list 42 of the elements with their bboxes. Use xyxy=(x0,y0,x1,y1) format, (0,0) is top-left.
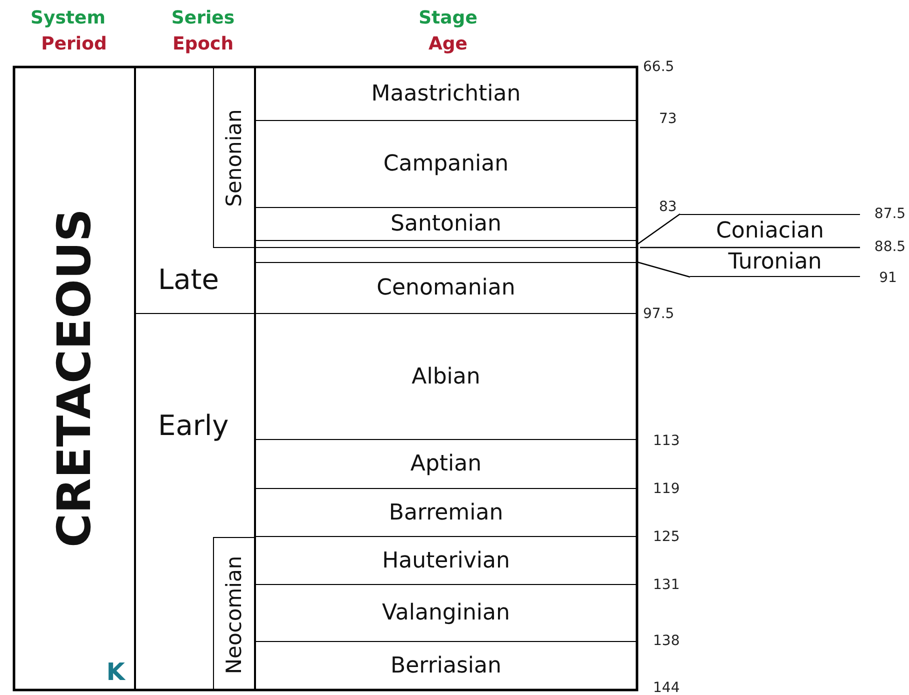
column-heading: System xyxy=(30,8,106,28)
epoch-name: Late xyxy=(158,263,219,296)
epoch-name: Early xyxy=(158,409,229,442)
stage-name: Valanginian xyxy=(382,600,510,626)
subepoch-name: Senonian xyxy=(222,108,246,206)
age-value: 119 xyxy=(653,481,680,497)
epoch-cell xyxy=(135,67,255,314)
period-name: CRETACEOUS xyxy=(47,208,101,548)
age-value: 88.5 xyxy=(874,239,906,255)
stage-name: Maastrichtian xyxy=(371,81,521,106)
age-value: 125 xyxy=(653,529,680,545)
period-symbol: K xyxy=(106,658,125,686)
column-heading: Epoch xyxy=(172,34,234,54)
age-value: 83 xyxy=(659,199,677,215)
stage-name: Cenomanian xyxy=(376,276,516,300)
stage-name: Hauterivian xyxy=(382,548,510,573)
age-value: 131 xyxy=(653,577,680,593)
stage-name: Berriasian xyxy=(390,653,502,678)
age-value: 144 xyxy=(653,680,680,695)
column-heading: Series xyxy=(171,8,235,28)
column-heading: Period xyxy=(41,34,107,54)
age-value: 138 xyxy=(653,633,680,649)
stage-name: Campanian xyxy=(383,152,509,176)
age-value: 87.5 xyxy=(874,206,906,222)
leader-line xyxy=(636,261,690,278)
stage-name: Barremian xyxy=(388,500,504,525)
column-heading: Age xyxy=(428,34,468,54)
age-value: 66.5 xyxy=(643,59,674,75)
subepoch-name: Neocomian xyxy=(222,555,246,674)
subepoch-band xyxy=(213,537,255,690)
age-value: 97.5 xyxy=(643,306,674,322)
subepoch-band xyxy=(213,67,255,248)
stage-name: Turonian xyxy=(728,250,822,274)
stage-name: Santonian xyxy=(390,212,502,236)
column-heading: Stage xyxy=(418,8,478,28)
stage-name: Albian xyxy=(412,364,480,389)
stage-name: Coniacian xyxy=(716,218,824,244)
stage-name: Aptian xyxy=(410,452,482,476)
age-value: 91 xyxy=(879,270,897,286)
age-value: 73 xyxy=(659,111,677,127)
leader-line xyxy=(636,213,680,246)
age-value: 113 xyxy=(653,433,680,449)
